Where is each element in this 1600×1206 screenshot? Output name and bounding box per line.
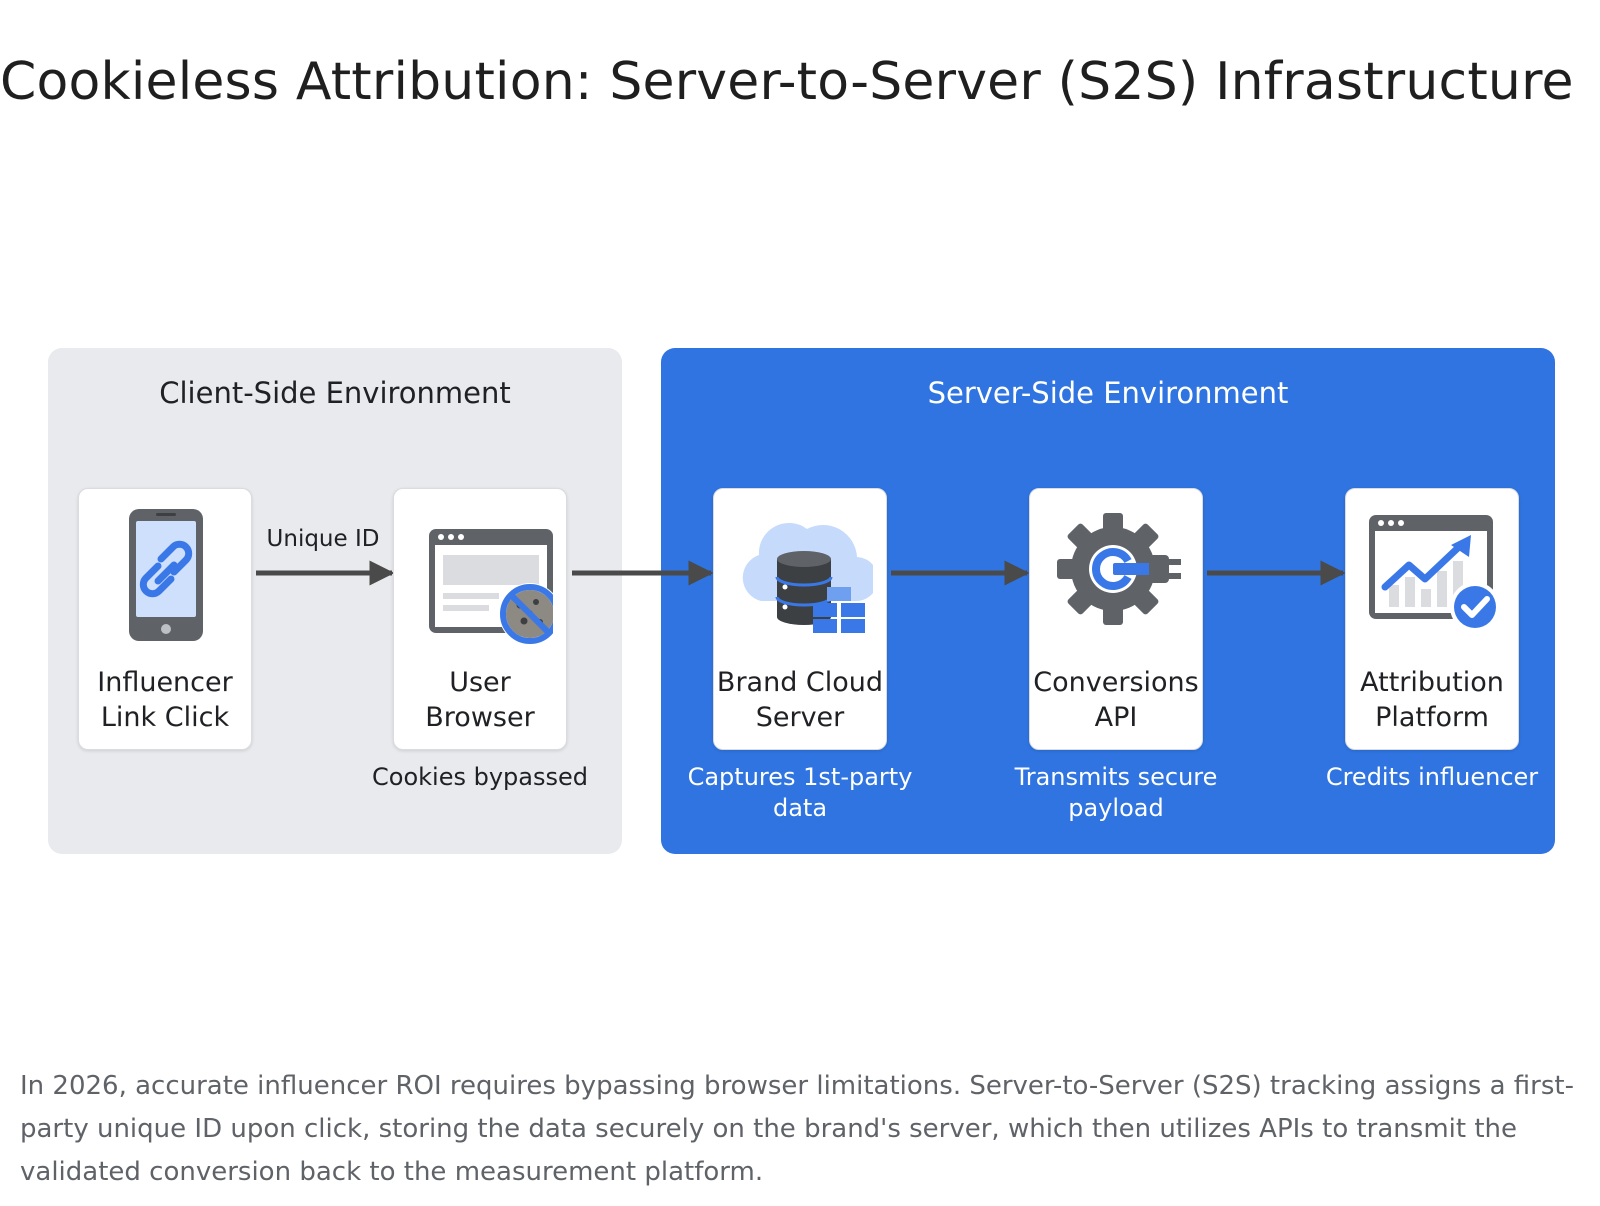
node-label: Conversions API bbox=[1033, 667, 1199, 733]
client-panel-title: Client-Side Environment bbox=[159, 376, 511, 410]
caption-user-browser: Cookies bypassed bbox=[372, 763, 588, 791]
node-label: Brand Cloud Server bbox=[716, 667, 884, 733]
smartphone-link-icon bbox=[129, 509, 203, 641]
node-label: User Browser bbox=[425, 667, 535, 733]
browser-no-cookies-icon bbox=[429, 529, 553, 645]
node-brand-cloud-server: Brand Cloud Server bbox=[713, 488, 887, 750]
caption-attribution-platform: Credits influencer bbox=[1325, 763, 1539, 791]
page-title: Cookieless Attribution: Server-to-Server… bbox=[0, 52, 1574, 112]
unique-id-label: Unique ID bbox=[266, 526, 380, 552]
node-influencer-link-click: Influencer Link Click bbox=[78, 488, 252, 750]
gear-plug-icon bbox=[1057, 513, 1181, 625]
caption-brand-cloud-server: Captures 1st-party data bbox=[687, 763, 913, 822]
node-conversions-api: Conversions API bbox=[1029, 488, 1203, 750]
node-attribution-platform: Attribution Platform bbox=[1345, 488, 1519, 750]
description-text: In 2026, accurate influencer ROI require… bbox=[20, 1071, 1574, 1187]
analytics-dashboard-check-icon bbox=[1369, 515, 1500, 632]
cloud-database-icon bbox=[742, 523, 873, 633]
node-label: Influencer Link Click bbox=[97, 667, 233, 733]
node-user-browser: User Browser bbox=[393, 488, 567, 750]
node-label: Attribution Platform bbox=[1360, 667, 1504, 733]
caption-conversions-api: Transmits secure payload bbox=[1014, 763, 1218, 822]
server-panel-title: Server-Side Environment bbox=[927, 376, 1289, 410]
